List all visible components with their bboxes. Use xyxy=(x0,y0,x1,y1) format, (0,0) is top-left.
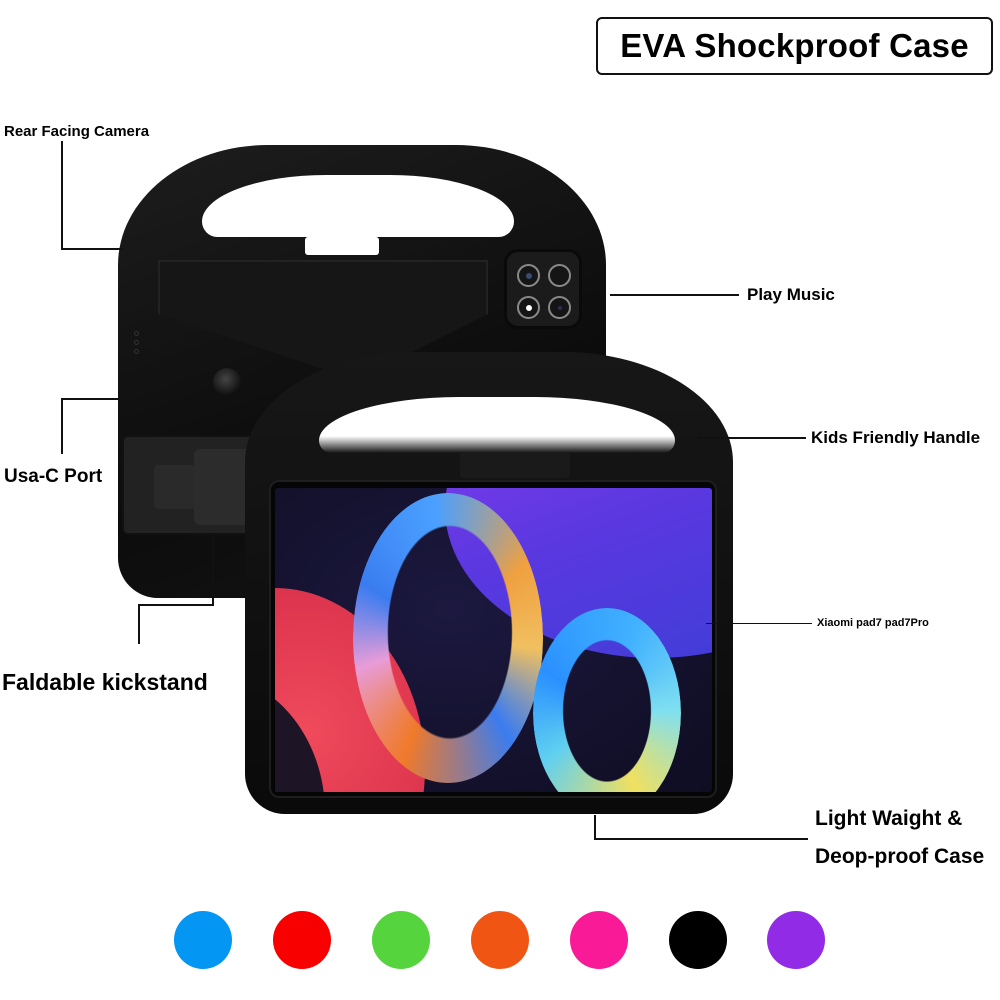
color-swatch-green[interactable] xyxy=(372,911,430,969)
kickstand-notch xyxy=(154,465,196,509)
handle-opening xyxy=(202,175,514,237)
color-swatch-red[interactable] xyxy=(273,911,331,969)
top-clip xyxy=(460,452,570,478)
leader-line xyxy=(698,437,806,439)
color-swatch-orange[interactable] xyxy=(471,911,529,969)
color-swatch-pink[interactable] xyxy=(570,911,628,969)
callout-model: Xiaomi pad7 pad7Pro xyxy=(817,617,929,629)
callout-drop-proof: Deop-proof Case xyxy=(815,845,985,868)
leader-line xyxy=(610,294,739,296)
camera-module-icon xyxy=(504,249,582,329)
wallpaper-ring-large xyxy=(353,493,543,783)
wallpaper-ring-small xyxy=(533,608,681,792)
leader-line xyxy=(61,398,123,400)
leader-line xyxy=(61,248,123,250)
color-swatch-black[interactable] xyxy=(669,911,727,969)
leader-line xyxy=(594,838,808,840)
front-case-image xyxy=(245,352,733,814)
leader-line xyxy=(212,535,214,605)
callout-kickstand: Faldable kickstand xyxy=(2,669,208,695)
pen-slot xyxy=(305,237,379,255)
callout-usb-c-port: Usa-C Port xyxy=(4,466,103,487)
knob-icon xyxy=(213,368,241,396)
handle-opening xyxy=(319,397,675,453)
camera-lens-icon xyxy=(548,264,571,287)
callout-light-weight: Light Waight & xyxy=(815,807,963,830)
callout-play-music: Play Music xyxy=(747,285,835,304)
flash-icon xyxy=(517,296,540,319)
camera-lens-icon xyxy=(517,264,540,287)
leader-line xyxy=(138,604,214,606)
leader-line xyxy=(594,815,596,839)
tablet-screen xyxy=(275,488,712,792)
speaker-icon xyxy=(134,340,139,345)
color-swatch-purple[interactable] xyxy=(767,911,825,969)
leader-line xyxy=(61,141,63,250)
page-title: EVA Shockproof Case xyxy=(620,27,969,64)
leader-line xyxy=(138,604,140,644)
callout-handle: Kids Friendly Handle xyxy=(811,428,981,447)
leader-line xyxy=(706,623,812,624)
speaker-icon xyxy=(134,349,139,354)
speaker-icon xyxy=(134,331,139,336)
camera-lens-icon xyxy=(548,296,571,319)
title-box: EVA Shockproof Case xyxy=(596,17,993,75)
callout-rear-camera: Rear Facing Camera xyxy=(4,123,150,140)
color-swatch-blue[interactable] xyxy=(174,911,232,969)
leader-line xyxy=(61,398,63,454)
